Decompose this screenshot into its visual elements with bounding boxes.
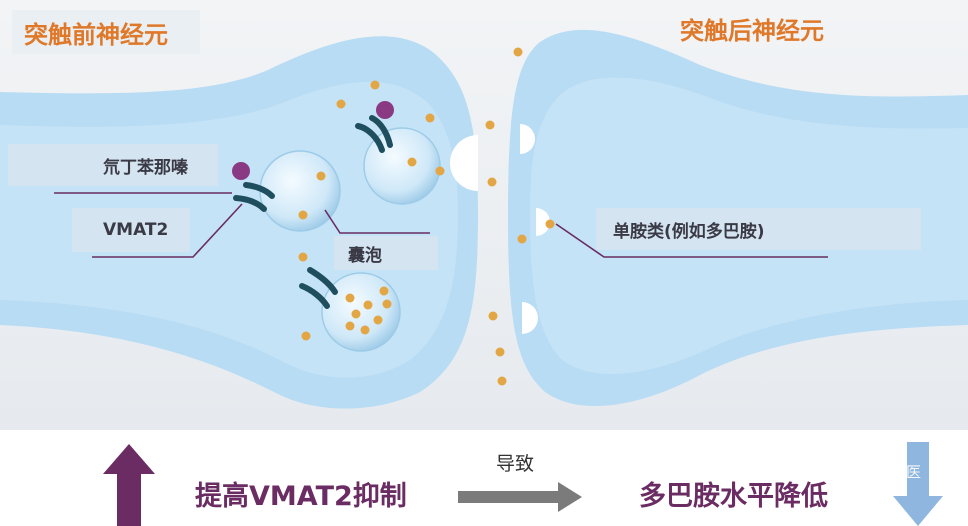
dopamine-dot (487, 177, 497, 187)
release-site (450, 135, 478, 191)
right-arrow-icon (458, 482, 582, 512)
down-arrow-icon (893, 442, 943, 526)
up-arrow-icon (103, 444, 155, 526)
drug-molecule-left (232, 162, 250, 180)
vmat2-label: VMAT2 (72, 208, 190, 252)
dopamine-dot (545, 219, 555, 229)
dopamine-dot (301, 331, 311, 341)
cause-label: 导致 (496, 453, 535, 475)
vesicle-label: 囊泡 (334, 236, 438, 270)
dopamine-dot (298, 252, 308, 262)
dopamine-dot (316, 171, 326, 181)
dopamine-dot (517, 234, 527, 244)
effect-right-text: 多巴胺水平降低 (639, 481, 828, 512)
dopamine-dot (488, 311, 498, 321)
leader-line-vesicle (324, 209, 430, 234)
vmat2-transporter-upper (355, 115, 393, 153)
dopamine-dot (370, 80, 380, 90)
effect-left-text: 提高VMAT2抑制 (195, 481, 407, 512)
receptor-middle (536, 208, 550, 236)
vesicle-lower (321, 272, 401, 352)
vmat2-transporter-left (233, 182, 275, 212)
dopamine-dot (373, 315, 383, 325)
dopamine-dot (382, 299, 392, 309)
dopamine-dot (513, 47, 523, 57)
dopamine-dot (351, 309, 361, 319)
dopamine-dot (379, 286, 389, 296)
dopamine-dot (485, 120, 495, 130)
presynaptic-title: 突触前神经元 (12, 10, 200, 54)
dopamine-dot (336, 99, 346, 109)
dopamine-dot (360, 325, 370, 335)
drug-label: 氘丁苯那嗪 (8, 144, 218, 186)
dopamine-dot (298, 210, 308, 220)
dopamine-dot (495, 347, 505, 357)
dopamine-dot (345, 321, 355, 331)
postsynaptic-title: 突触后神经元 (680, 16, 824, 45)
dopamine-molecules (298, 47, 555, 386)
leader-line-vmat2 (92, 203, 243, 258)
monoamine-label: 单胺类(例如多巴胺) (596, 208, 921, 250)
vmat2-transporter-lower (299, 267, 338, 309)
dopamine-dot (363, 300, 373, 310)
dopamine-dot (345, 293, 355, 303)
dopamine-dot (497, 376, 507, 386)
receptor-top (520, 124, 535, 154)
vesicle-left (259, 150, 341, 232)
dopamine-dot (407, 157, 417, 167)
watermark: 医 (906, 463, 922, 481)
receptor-bottom (522, 302, 538, 334)
dopamine-dot (435, 166, 445, 176)
summary-bar: 医 (0, 430, 968, 526)
dopamine-dot (425, 113, 435, 123)
drug-molecule-upper (376, 101, 394, 119)
leader-line-monoamine (555, 223, 828, 258)
